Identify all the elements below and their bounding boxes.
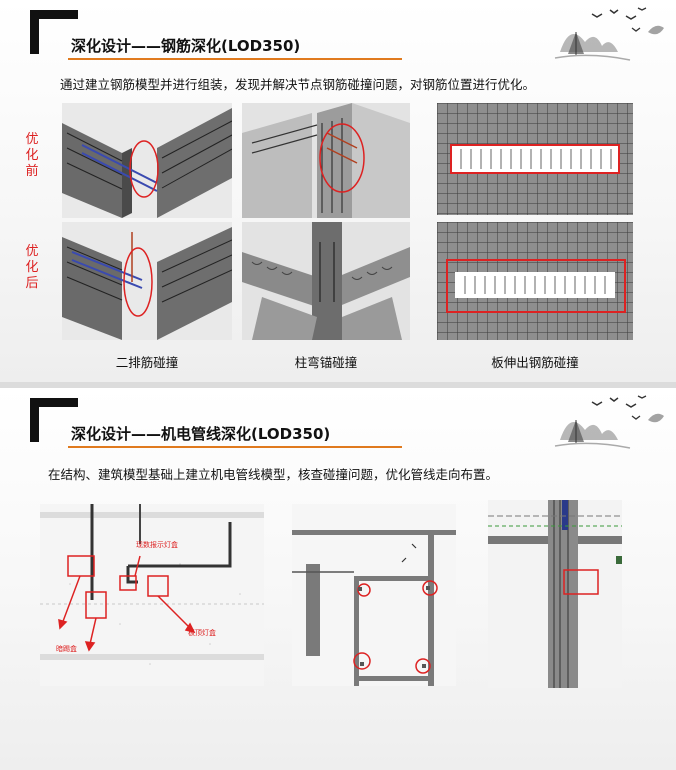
image-slab-rebar-before bbox=[437, 103, 633, 215]
image-rebar-collision-after bbox=[62, 222, 232, 340]
title-underline bbox=[68, 446, 402, 448]
image-mep-plan-boxes: 现数报示灯盒 板顶灯盒 暗踢盒 bbox=[40, 504, 264, 686]
section-title: 深化设计——钢筋深化(LOD350) bbox=[71, 37, 301, 55]
caption-slab-rebar: 板伸出钢筋碰撞 bbox=[491, 355, 579, 370]
annotation-ceiling-box: 板顶灯盒 bbox=[188, 629, 216, 637]
caption-rebar-collision: 二排筋碰撞 bbox=[115, 355, 179, 370]
image-rebar-collision-before bbox=[62, 103, 232, 218]
row-label-before-text: 优化前 bbox=[25, 132, 39, 179]
image-mep-pipe-section bbox=[488, 500, 622, 688]
ink-landscape-decoration bbox=[554, 395, 664, 449]
title-bracket-decoration bbox=[30, 398, 78, 442]
annotation-baseboard-box: 暗踢盒 bbox=[56, 645, 77, 653]
annotation-status-light-box: 现数报示灯盒 bbox=[136, 541, 178, 549]
section-title: 深化设计——机电管线深化(LOD350) bbox=[71, 425, 331, 443]
image-slab-rebar-after bbox=[437, 222, 633, 340]
title-underline bbox=[68, 58, 402, 60]
section-mep-detailing: 深化设计——机电管线深化(LOD350) 在结构、建筑模型基础上建立机电管线模型… bbox=[0, 388, 676, 770]
row-label-after: 优化后 bbox=[22, 244, 42, 292]
row-label-after-text: 优化后 bbox=[25, 244, 39, 291]
section-description: 通过建立钢筋模型并进行组装，发现并解决节点钢筋碰撞问题，对钢筋位置进行优化。 bbox=[60, 77, 536, 92]
caption-column-anchor: 柱弯锚碰撞 bbox=[294, 355, 358, 370]
image-column-anchor-after bbox=[242, 222, 410, 340]
image-column-anchor-before bbox=[242, 103, 410, 218]
section-divider bbox=[0, 382, 676, 388]
section-description: 在结构、建筑模型基础上建立机电管线模型，核查碰撞问题，优化管线走向布置。 bbox=[48, 467, 499, 482]
title-bracket-decoration bbox=[30, 10, 78, 54]
image-mep-room-plan bbox=[292, 504, 456, 686]
ink-landscape-decoration bbox=[554, 7, 664, 61]
section-rebar-detailing: 深化设计——钢筋深化(LOD350) 通过建立钢筋模型并进行组装，发现并解决节点… bbox=[0, 0, 676, 382]
row-label-before: 优化前 bbox=[22, 132, 42, 180]
